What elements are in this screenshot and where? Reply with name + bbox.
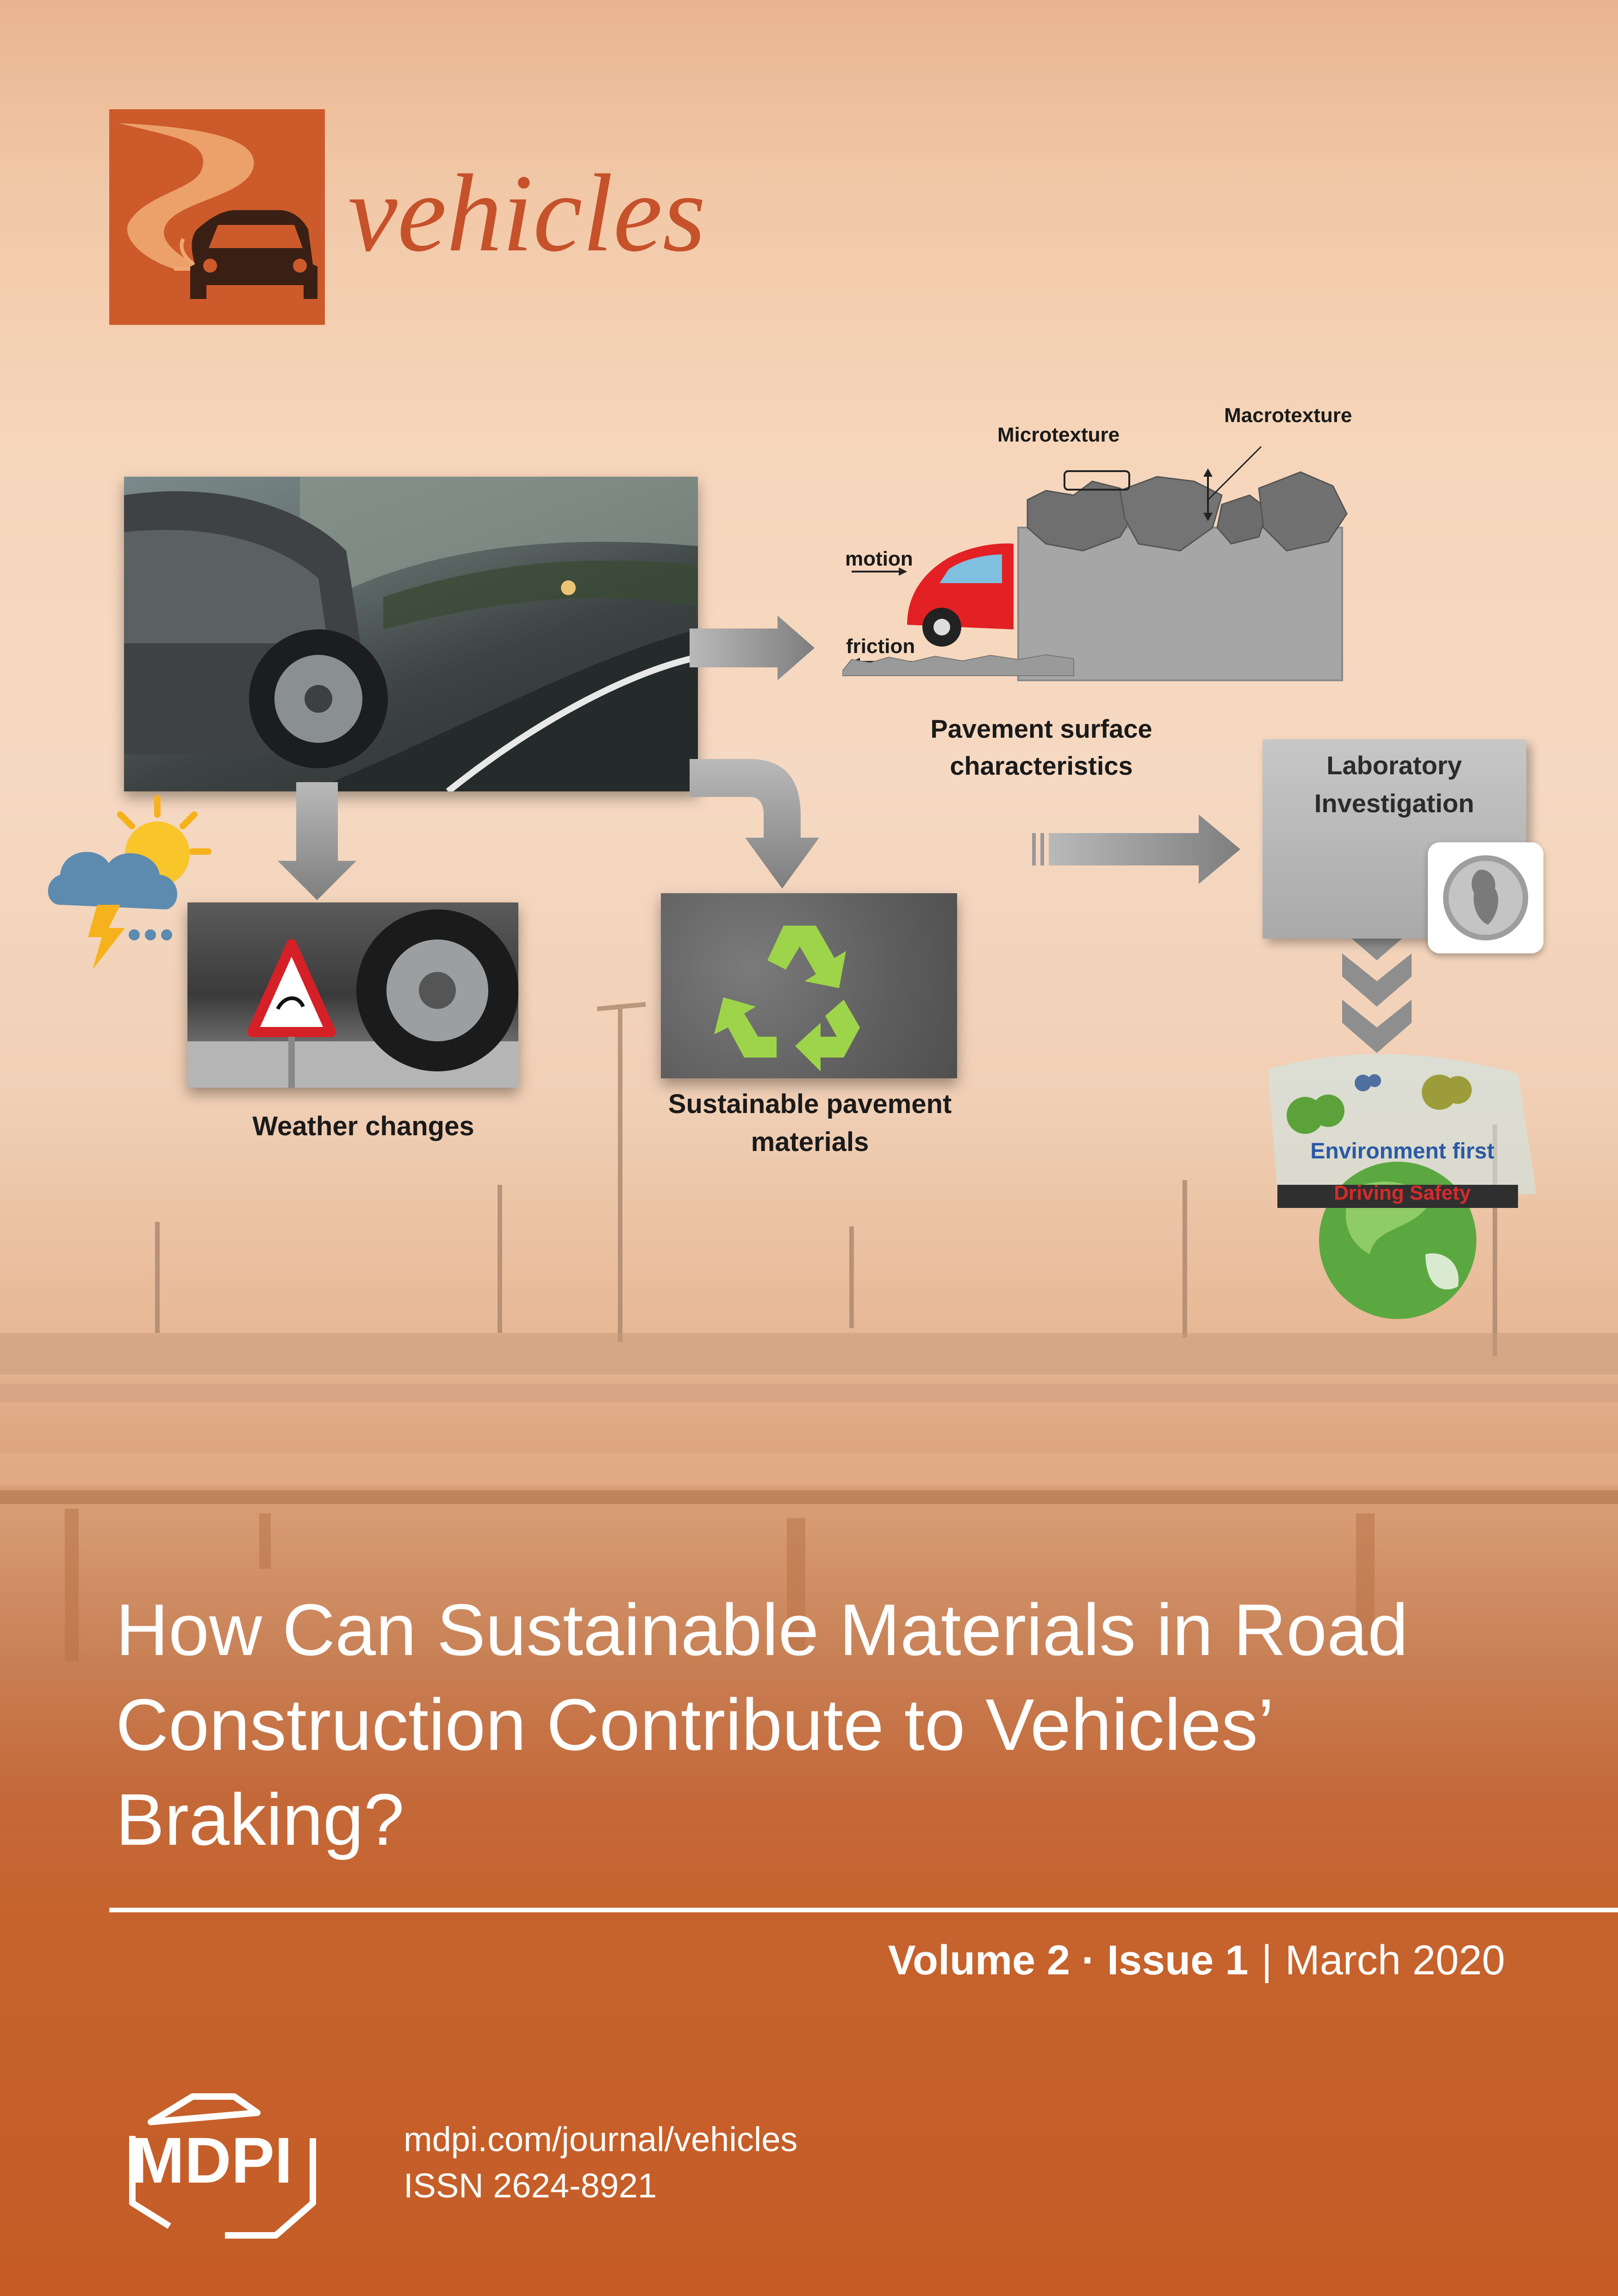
rainy-road-photo: [124, 477, 698, 791]
label-microtexture: Microtexture: [997, 423, 1120, 446]
label-motion: motion: [845, 548, 913, 570]
issue-date: March 2020: [1285, 1937, 1505, 1984]
journal-name: vehicles: [348, 151, 706, 274]
pipe-separator: |: [1261, 1937, 1272, 1984]
red-car-icon: [907, 543, 1014, 647]
specimen-card: [1428, 842, 1543, 953]
pavement-block: [1017, 527, 1343, 681]
issue-info: Volume 2 · Issue 1 | March 2020: [888, 1937, 1505, 1985]
volume-text: Volume 2: [888, 1937, 1070, 1984]
arrow-curved-sustainable: [690, 759, 819, 889]
mdpi-logo-icon: [129, 2093, 316, 2239]
mdpi-logo-text: MDPI: [131, 2124, 292, 2196]
specimen-coin-icon: [1443, 855, 1528, 940]
journal-logo: [109, 109, 325, 325]
label-friction: friction: [846, 635, 915, 658]
driving-safety-bar: [1277, 1185, 1518, 1208]
recycled-asphalt-photo: [661, 893, 957, 1078]
issue-number: Issue 1: [1107, 1937, 1249, 1984]
car-road-icon: [118, 123, 317, 299]
pavement-texture-diagram: [842, 446, 1348, 681]
arrow-right-laboratory: [1032, 815, 1240, 884]
environment-globe-icon: [1268, 1054, 1537, 1319]
label-weather-changes: Weather changes: [252, 1111, 474, 1141]
road-surface-strip: [842, 654, 1074, 676]
issn-text: ISSN 2624-8921: [404, 2166, 657, 2205]
microtexture-marker: [1064, 470, 1130, 491]
dot-separator: ·: [1082, 1937, 1096, 1984]
divider-rule: [109, 1908, 1618, 1912]
recycle-icon: [714, 926, 860, 1071]
arrow-down-weather: [278, 782, 356, 900]
article-title: How Can Sustainable Materials in Road Co…: [116, 1589, 1408, 1860]
arrow-right-pavement: [690, 616, 815, 680]
label-driving-safety: Driving Safety: [1334, 1182, 1471, 1204]
journal-url[interactable]: mdpi.com/journal/vehicles: [404, 2120, 798, 2159]
label-environment-first: Environment first: [1310, 1139, 1494, 1164]
wet-tire-photo: [187, 902, 518, 1088]
weather-storm-icon: [48, 795, 212, 970]
guardrail: [0, 1453, 1618, 1486]
slippery-road-sign-icon: [247, 939, 336, 1037]
label-macrotexture: Macrotexture: [1224, 404, 1352, 427]
